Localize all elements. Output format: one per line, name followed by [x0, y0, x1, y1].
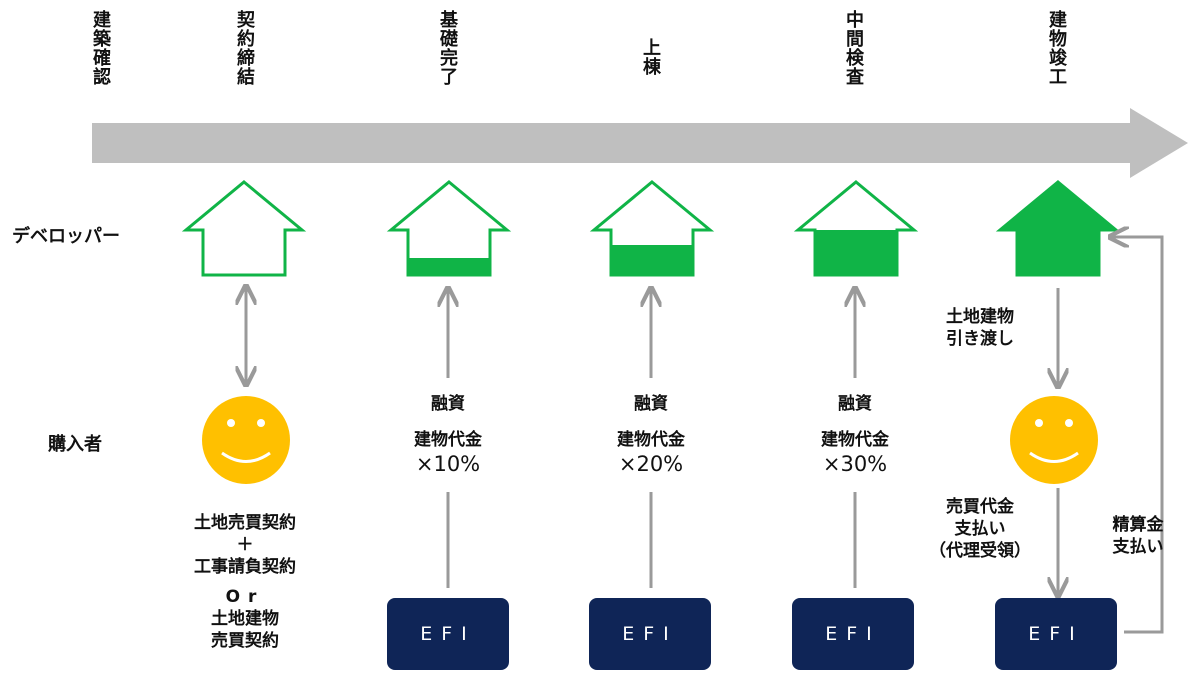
loan-title: 融資 [431, 394, 465, 414]
house-contract-icon [181, 180, 307, 277]
settlement-line-1: 精算金 [1112, 515, 1164, 535]
contract-line-3: 土地建物 [211, 609, 279, 629]
contract-text: 土地売買契約 ＋ 工事請負契約 Or 土地建物 売買契約 [150, 512, 340, 652]
settlement-arrow [1112, 237, 1164, 634]
loan-label-2: 融資 建物代金 ×20% [581, 393, 721, 477]
buyer-label: 購入者 [48, 434, 102, 455]
timeline-arrow [92, 108, 1188, 178]
buyer-face-icon [202, 396, 290, 484]
buyer-face-completed-icon [1010, 396, 1098, 484]
stage-foundation: 基礎完了 [437, 10, 458, 86]
house-completed-icon [995, 180, 1121, 277]
efi-box-3: EFI [792, 598, 914, 670]
stage-building-confirmation: 建築確認 [90, 10, 111, 86]
payment-line-1: 売買代金 [946, 497, 1014, 517]
loan-sub: 建物代金 [414, 430, 482, 450]
settlement-text: 精算金 支払い [1096, 514, 1180, 558]
contract-or: Or [225, 587, 265, 607]
loan-pct: ×10% [415, 452, 481, 476]
loan-title: 融資 [838, 394, 872, 414]
house-inspection-icon [793, 180, 919, 277]
efi-box-2: EFI [589, 598, 711, 670]
loan-label-1: 融資 建物代金 ×10% [378, 393, 518, 477]
loan-pct: ×30% [822, 452, 888, 476]
contract-plus: ＋ [236, 535, 254, 555]
payment-text: 売買代金 支払い （代理受領） [920, 496, 1040, 562]
contract-line-4: 売買契約 [211, 631, 279, 651]
efi-box-4: EFI [995, 598, 1117, 670]
stage-framing: 上棟 [640, 38, 661, 76]
handover-line-2: 引き渡し [946, 329, 1014, 349]
contract-line-2: 工事請負契約 [194, 557, 296, 577]
handover-text: 土地建物 引き渡し [930, 306, 1030, 350]
loan-pct: ×20% [618, 452, 684, 476]
house-foundation-icon [386, 180, 512, 277]
payment-line-3: （代理受領） [929, 541, 1031, 561]
contract-line-1: 土地売買契約 [194, 513, 296, 533]
loan-sub: 建物代金 [617, 430, 685, 450]
stage-contract: 契約締結 [234, 10, 255, 86]
stage-completion: 建物竣工 [1046, 10, 1067, 86]
house-framing-icon [589, 180, 715, 277]
settlement-line-2: 支払い [1112, 537, 1164, 557]
payment-line-2: 支払い [954, 519, 1006, 539]
stage-interim-inspection: 中間検査 [843, 10, 864, 86]
loan-label-3: 融資 建物代金 ×30% [785, 393, 925, 477]
loan-sub: 建物代金 [821, 430, 889, 450]
loan-title: 融資 [634, 394, 668, 414]
developer-label: デベロッパー [12, 226, 120, 247]
handover-line-1: 土地建物 [946, 307, 1014, 327]
efi-box-1: EFI [387, 598, 509, 670]
